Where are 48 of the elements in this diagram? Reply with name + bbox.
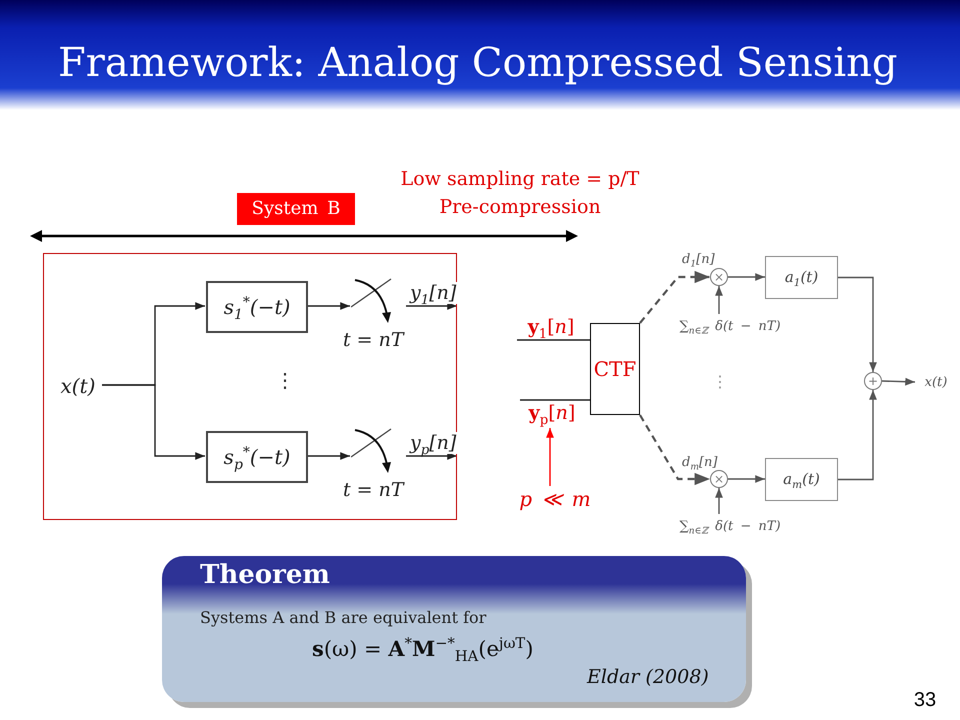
edge-label: y$_{1}$[n] xyxy=(408,282,458,304)
sampling-rate-note: Low sampling rate = p/T xyxy=(400,168,640,191)
sampling-rate-note: Pre-compression xyxy=(438,196,602,219)
filter-box: a$_{m}$(t) xyxy=(765,458,838,501)
vertical-ellipsis: ⋮ xyxy=(711,372,729,392)
edge-label: d$_{m}$[n] xyxy=(680,455,720,470)
filter-box: s$_{1}$$^{*}$(−t) xyxy=(206,281,308,333)
condition-label: p ≪ m xyxy=(510,486,600,512)
arrow xyxy=(838,390,877,480)
signal-label: ∑$_{n∈ℤ}$ δ(t − nT) xyxy=(665,314,795,338)
arrow xyxy=(406,452,457,460)
arrow xyxy=(406,302,457,310)
sampling-time-label: t = nT xyxy=(343,329,404,351)
dashed-arrow xyxy=(639,414,710,486)
theorem-formula: s(ω) = A$^{*}$M$^{−*}$$_{HA}$(e$^{jωT}$) xyxy=(312,636,534,661)
ctf-box: CTF xyxy=(590,323,640,415)
operator-circle: × xyxy=(710,470,728,488)
arrow xyxy=(102,384,205,460)
signal-label: x(t) xyxy=(915,370,957,394)
operator-circle: + xyxy=(864,372,882,390)
arrow xyxy=(546,428,554,486)
arrow xyxy=(728,475,765,483)
operator-circle: × xyxy=(710,268,728,286)
filter-box: a$_{1}$(t) xyxy=(765,256,838,299)
system-frame xyxy=(43,253,457,520)
signal-label: y$_{p}$[n] xyxy=(520,400,584,426)
signal-label: ∑$_{n∈ℤ}$ δ(t − nT) xyxy=(665,514,795,538)
sampling-time-label: t = nT xyxy=(343,479,404,501)
arrow xyxy=(307,452,350,460)
theorem-panel xyxy=(162,556,746,702)
theorem-heading: Theorem xyxy=(200,560,330,590)
system-tag: System B xyxy=(237,193,355,225)
filter-box: s$_{p}$$^{*}$(−t) xyxy=(206,431,308,483)
arrow xyxy=(307,302,350,310)
arrow xyxy=(715,286,723,314)
arrow xyxy=(838,276,877,372)
slide-title: Framework: Analog Compressed Sensing xyxy=(58,40,898,86)
dashed-arrow xyxy=(639,270,710,324)
theorem-statement: Systems A and B are equivalent for xyxy=(200,608,486,627)
page-number: 33 xyxy=(912,688,938,712)
vertical-ellipsis: ⋮ xyxy=(275,368,295,392)
signal-label: x(t) xyxy=(53,373,103,399)
signal-label: y$_{1}$[n] xyxy=(517,314,585,340)
arrow xyxy=(715,488,723,514)
edge-label: d$_{1}$[n] xyxy=(680,252,717,267)
arrow xyxy=(728,273,765,281)
citation: Eldar (2008) xyxy=(587,666,709,688)
arrow xyxy=(882,378,916,386)
